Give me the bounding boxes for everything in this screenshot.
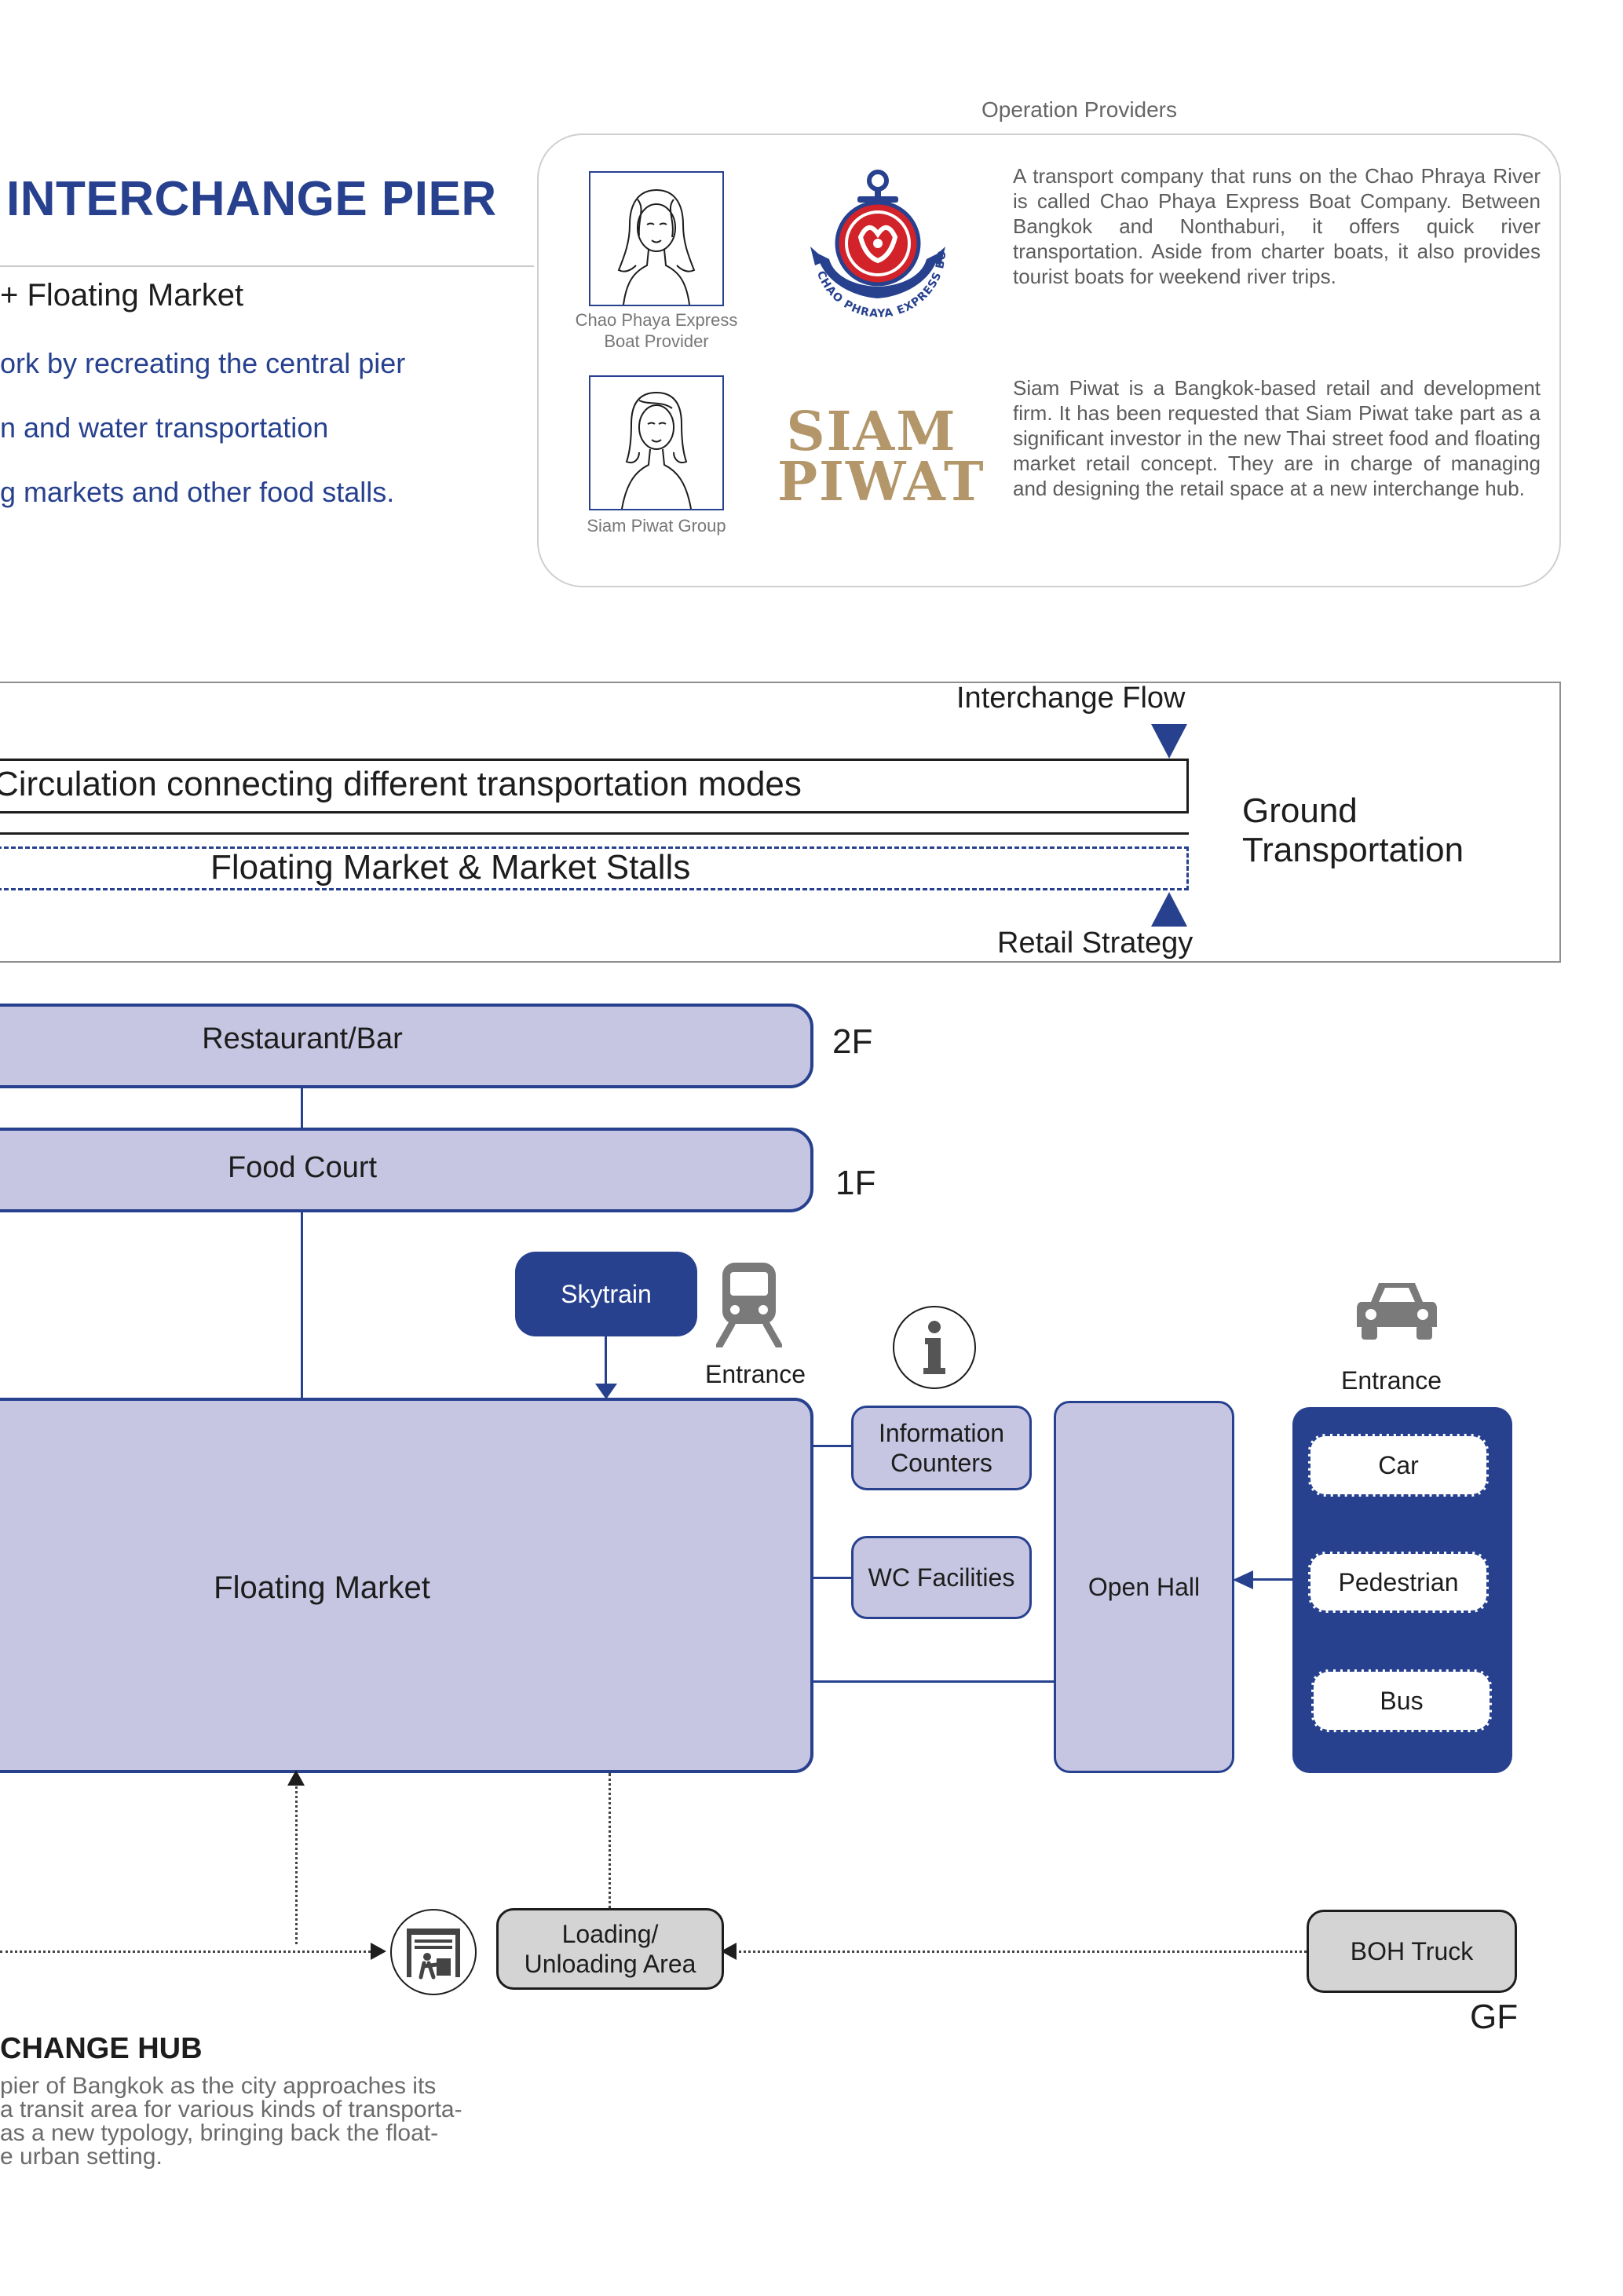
- up-arrow-icon: [287, 1770, 305, 1786]
- provider-caption-siam-piwat: Siam Piwat Group: [587, 516, 726, 536]
- provider-description-chao-phraya: A transport company that runs on the Cha…: [1013, 164, 1541, 288]
- woman-portrait-icon: [621, 392, 692, 510]
- service-vertical-loading: [609, 1773, 611, 1914]
- wc-connector: [813, 1577, 851, 1579]
- page-title: INTERCHANGE PIER: [6, 172, 497, 226]
- connector-1f-gf: [301, 1212, 303, 1398]
- open-hall-connector: [813, 1680, 1054, 1683]
- loading-unloading-node: Loading/Unloading Area: [496, 1908, 724, 1990]
- interchange-flow-label: Interchange Flow: [956, 682, 1186, 715]
- food-court-label: Food Court: [227, 1151, 378, 1184]
- hub-text-line-3: as a new typology, bringing back the flo…: [0, 2120, 439, 2146]
- intro-line-3: g markets and other food stalls.: [0, 476, 395, 508]
- chao-phraya-express-logo: CHAO PHRAYA EXPRESS BOAT: [788, 155, 964, 330]
- provider-description-siam-piwat: Siam Piwat is a Bangkok-based retail and…: [1013, 376, 1541, 500]
- floating-market-label: Floating Market: [214, 1570, 430, 1605]
- ground-to-hall-connector: [1245, 1578, 1292, 1581]
- circulation-label: Circulation connecting different transpo…: [0, 765, 802, 803]
- info-connector: [813, 1445, 851, 1447]
- connector-2f-1f: [301, 1088, 303, 1129]
- service-vertical-left: [295, 1782, 298, 1944]
- skytrain-node: Skytrain: [515, 1252, 697, 1336]
- right-arrow-icon: [371, 1943, 386, 1960]
- hub-text-line-2: a transit area for various kinds of tran…: [0, 2097, 462, 2122]
- market-stalls-bar: [0, 846, 1189, 890]
- left-arrow-icon: [1233, 1570, 1253, 1589]
- open-hall-node: Open Hall: [1054, 1401, 1234, 1773]
- bus-node: Bus: [1311, 1669, 1492, 1732]
- retail-strategy-label: Retail Strategy: [997, 927, 1193, 960]
- siam-piwat-logo: SIAM PIWAT: [777, 400, 985, 514]
- provider-portrait-chao-phraya: [589, 171, 724, 306]
- train-entrance-label: Entrance: [705, 1360, 806, 1388]
- circulation-bar: [0, 759, 1189, 813]
- providers-label: Operation Providers: [981, 97, 1178, 122]
- pedestrian-node: Pedestrian: [1308, 1552, 1489, 1613]
- restaurant-bar-label: Restaurant/Bar: [202, 1022, 403, 1055]
- down-arrow-icon: [1151, 724, 1187, 759]
- car-entrance-label: Entrance: [1341, 1366, 1442, 1395]
- floor-label-2f: 2F: [832, 1022, 873, 1061]
- floating-market-block: [0, 1398, 813, 1773]
- service-horizontal-left: [0, 1951, 375, 1953]
- left-arrow-icon: [721, 1943, 737, 1960]
- skytrain-connector: [605, 1336, 607, 1388]
- loading-dock-icon: [390, 1909, 477, 1995]
- floor-label-gf: GF: [1470, 1998, 1519, 2036]
- market-stalls-label: Floating Market & Market Stalls: [210, 848, 691, 887]
- floor-label-1f: 1F: [835, 1164, 876, 1202]
- car-icon: [1357, 1283, 1437, 1340]
- hub-text-line-4: e urban setting.: [0, 2144, 163, 2170]
- header-divider: [0, 265, 534, 267]
- provider-portrait-siam-piwat: [589, 375, 724, 510]
- hub-title: CHANGE HUB: [0, 2032, 203, 2065]
- flow-divider: [0, 832, 1189, 835]
- down-arrow-icon: [595, 1384, 617, 1399]
- restaurant-bar-block: [0, 1004, 813, 1088]
- anchor-logo-icon: CHAO PHRAYA EXPRESS BOAT: [788, 155, 949, 320]
- interchange-flow-panel: [0, 682, 1561, 963]
- intro-line-1: ork by recreating the central pier: [0, 347, 406, 379]
- provider-caption-chao-phraya: Chao Phaya Express Boat Provider: [575, 310, 738, 351]
- train-icon: [716, 1263, 782, 1347]
- food-court-block: [0, 1128, 813, 1212]
- providers-panel: [537, 133, 1561, 587]
- ground-transportation-label: Ground Transportation: [1242, 792, 1464, 869]
- car-node: Car: [1308, 1434, 1489, 1497]
- up-arrow-icon: [1151, 892, 1187, 927]
- page-subtitle: + Floating Market: [0, 278, 244, 313]
- woman-portrait-icon: [617, 189, 696, 305]
- hub-text-line-1: pier of Bangkok as the city approaches i…: [0, 2073, 437, 2099]
- wc-facilities-node: WC Facilities: [851, 1536, 1032, 1619]
- intro-line-2: n and water transportation: [0, 411, 329, 444]
- boh-truck-node: BOH Truck: [1307, 1910, 1517, 1993]
- info-icon: [893, 1306, 976, 1389]
- service-horizontal-right: [733, 1951, 1307, 1953]
